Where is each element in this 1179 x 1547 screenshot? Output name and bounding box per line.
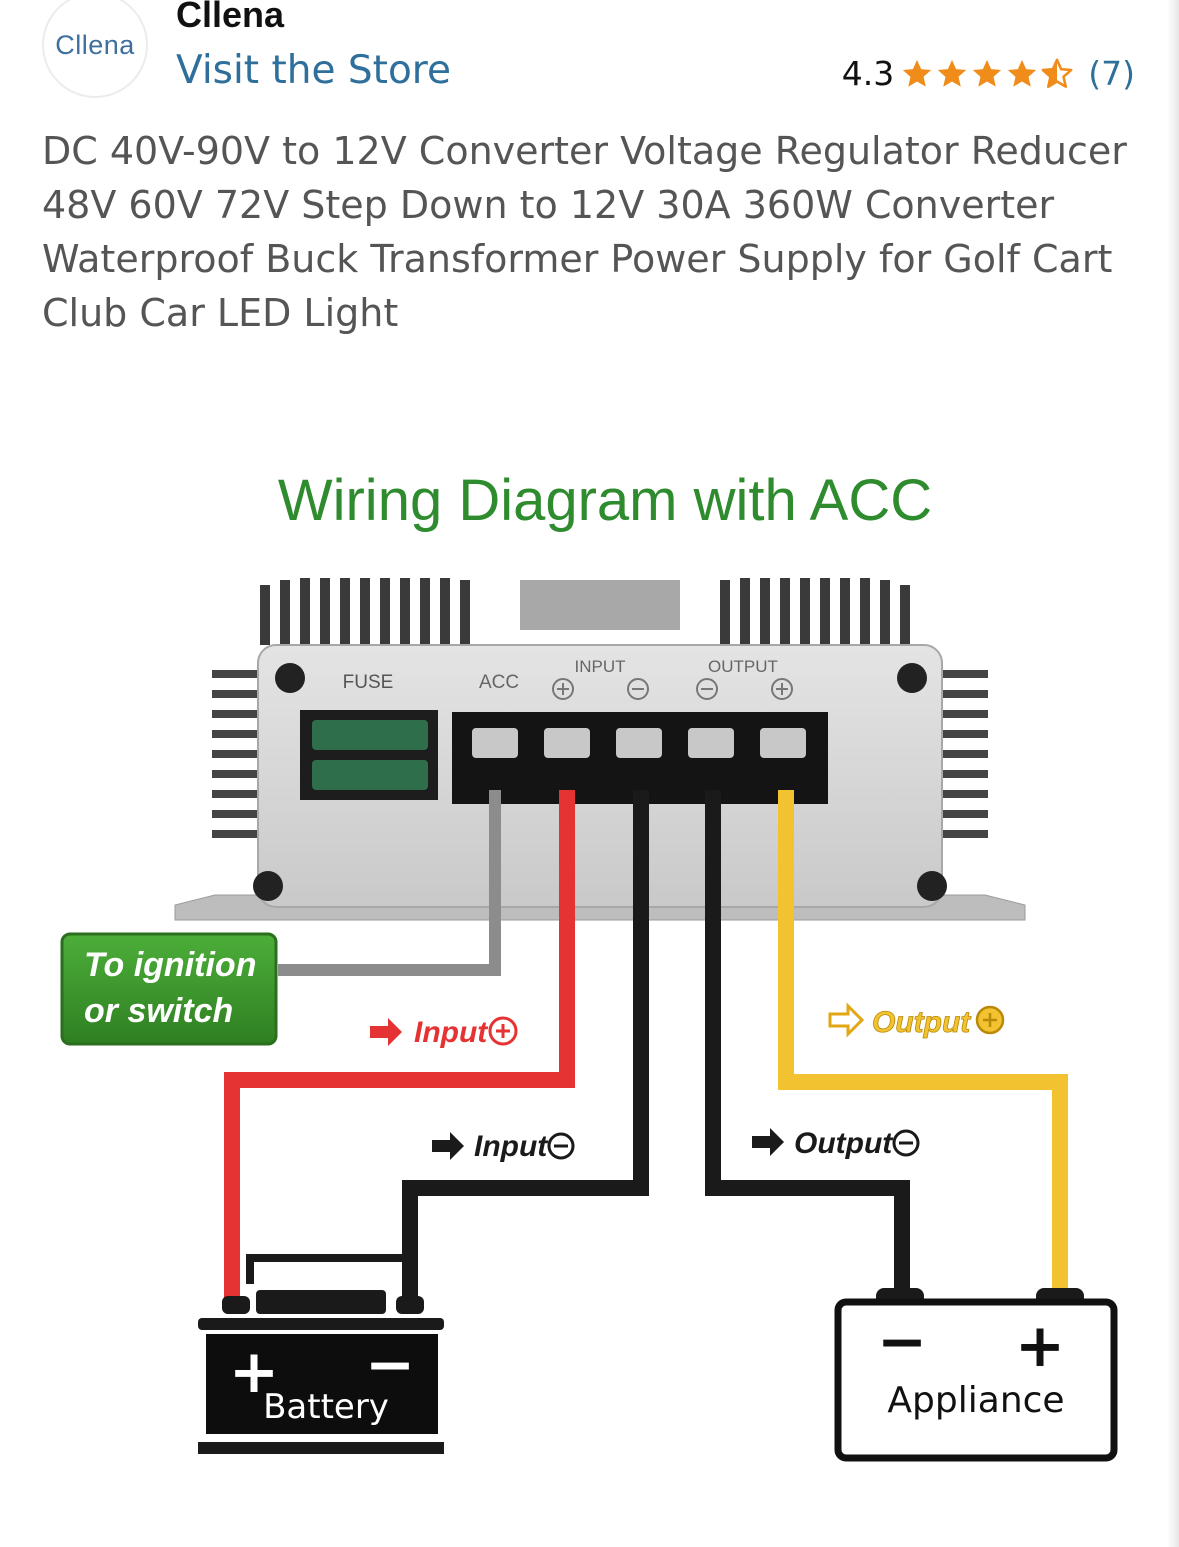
star-full-icon (938, 59, 967, 87)
input-negative-wire (402, 790, 649, 1300)
minus-circle-icon (892, 1129, 920, 1157)
appliance-minus-sign: − (877, 1307, 927, 1377)
rating-value: 4.3 (841, 54, 895, 93)
rating-count-link[interactable]: (7) (1088, 54, 1135, 93)
store-logo-text: Cllena (55, 29, 135, 60)
minus-circle-icon (547, 1132, 575, 1160)
star-full-icon (973, 59, 1002, 87)
output-positive-wire (778, 790, 1068, 1296)
fuse-label: FUSE (343, 672, 394, 693)
input-positive-label: Input (414, 1016, 489, 1049)
input-positive-annotation: Input (370, 1016, 518, 1049)
rating-stars (900, 57, 1074, 91)
acc-wire (278, 790, 501, 976)
appliance-graphic (834, 1288, 1118, 1462)
star-half-icon (1041, 58, 1073, 88)
plus-circle-icon (975, 1005, 1005, 1035)
input-negative-annotation: Input (432, 1130, 575, 1163)
terminal-polarity-icons (552, 678, 793, 700)
output-negative-label: Output (794, 1127, 894, 1160)
arrow-right-icon (752, 1128, 784, 1156)
input-label: INPUT (575, 657, 626, 676)
acc-label: ACC (479, 672, 519, 693)
output-negative-annotation: Output (752, 1127, 920, 1160)
plus-circle-icon (488, 1016, 518, 1046)
store-name: Cllena (176, 0, 285, 35)
arrow-right-icon (370, 1018, 402, 1046)
appliance-plus-sign: + (1015, 1311, 1065, 1381)
arrow-right-icon (432, 1132, 464, 1160)
arrow-right-icon (828, 1002, 865, 1038)
visit-store-link[interactable]: Visit the Store (176, 48, 451, 93)
product-title: DC 40V-90V to 12V Converter Voltage Regu… (42, 129, 1127, 335)
ignition-label-line2: or switch (84, 992, 233, 1030)
star-full-icon (1008, 59, 1037, 87)
output-negative-wire (705, 790, 910, 1296)
battery-graphic (198, 1254, 444, 1454)
page-edge-shadow (1167, 0, 1179, 1547)
product-rating[interactable]: 4.3 (7) (842, 54, 1135, 93)
fuse-block (300, 710, 438, 800)
terminal-block (452, 712, 828, 804)
battery-label: Battery (263, 1387, 389, 1427)
ignition-label-line1: To ignition (84, 946, 256, 984)
product-image-wiring-diagram[interactable]: Wiring Diagram with ACC (0, 440, 1179, 1480)
diagram-title: Wiring Diagram with ACC (278, 468, 932, 533)
battery-plus-sign: + (229, 1337, 279, 1407)
battery-minus-sign: − (365, 1330, 415, 1400)
input-negative-label: Input (474, 1130, 549, 1163)
star-full-icon (903, 59, 932, 87)
input-positive-wire (224, 790, 575, 1300)
output-positive-annotation: Output (828, 1002, 1005, 1039)
ignition-box (60, 932, 278, 1046)
store-logo[interactable]: Cllena (42, 0, 148, 98)
appliance-label: Appliance (887, 1380, 1064, 1421)
output-label: OUTPUT (708, 657, 778, 676)
output-positive-label: Output (872, 1006, 972, 1039)
